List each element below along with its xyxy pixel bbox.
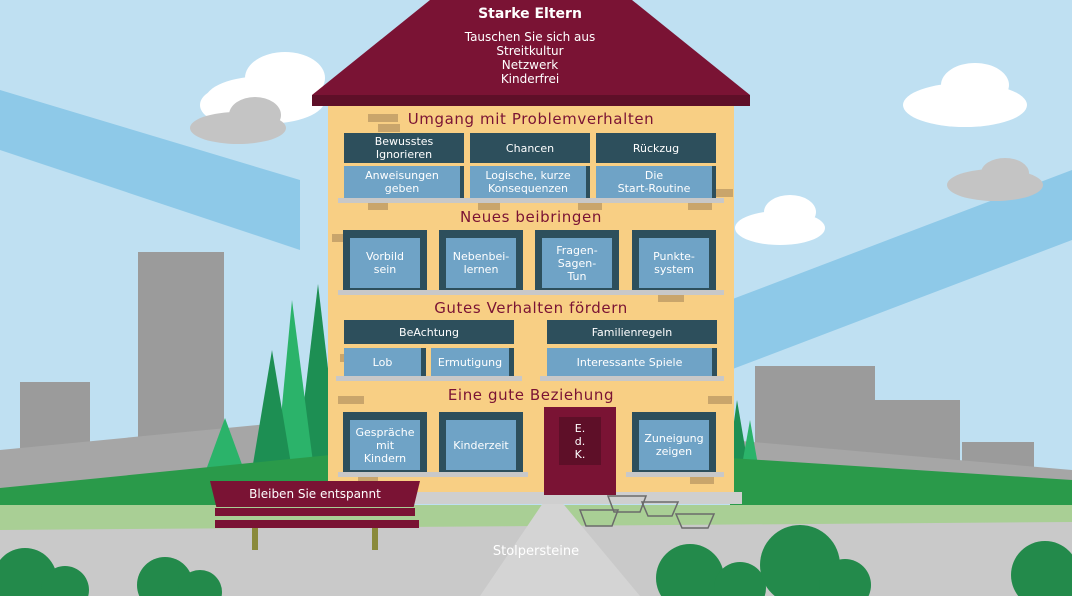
roof-item: Tauschen Sie sich aus: [464, 30, 596, 44]
window-glass: Vorbild sein: [350, 238, 420, 288]
window-start-routine: Die Start-Routine: [596, 166, 716, 198]
window-label: Kinderzeit: [453, 438, 509, 452]
sill-praise-right: [540, 376, 724, 381]
window-ermutigung: Ermutigung: [431, 348, 514, 376]
window-label: Ermutigung: [437, 355, 503, 369]
window-label: Rückzug: [632, 141, 680, 155]
bench-leg-right: [372, 528, 378, 550]
floor-title-relation: Eine gute Beziehung: [447, 386, 615, 404]
basket-icon: [674, 513, 716, 529]
window-familienregeln: Familienregeln: [547, 320, 717, 344]
window-label: Vorbild sein: [365, 250, 404, 276]
window-glass: Zuneigung zeigen: [639, 420, 709, 470]
window-kinderzeit: Kinderzeit: [439, 412, 523, 472]
basket-icon: [606, 495, 648, 513]
path: [480, 500, 640, 596]
window-nebenbei-lernen: Nebenbei- lernen: [439, 230, 523, 290]
window-label: Punkte- system: [653, 250, 695, 276]
sill-relation-right: [626, 472, 724, 477]
cloud-2: [190, 97, 286, 144]
window-vorbild-sein: Vorbild sein: [343, 230, 427, 290]
cloud-5: [735, 195, 825, 245]
sky-beam-left: [0, 90, 300, 250]
window-bewusstes-ignorieren: Bewusstes Ignorieren: [344, 133, 464, 163]
bush-mid-left: [137, 557, 222, 596]
window-label: Familienregeln: [591, 325, 673, 339]
window-label: Nebenbei- lernen: [452, 250, 510, 276]
window-rueckzug: Rückzug: [596, 133, 716, 163]
window-label: Bewusstes Ignorieren: [374, 135, 434, 161]
floor-title-problem: Umgang mit Problemverhalten: [407, 110, 655, 128]
window-label: Fragen- Sagen- Tun: [556, 243, 598, 283]
sill-relation-left: [338, 472, 528, 477]
tree-right-2: [742, 420, 758, 465]
window-glass: Kinderzeit: [446, 420, 516, 470]
sky-beam-right: [730, 170, 1072, 370]
window-label: Die Start-Routine: [617, 169, 691, 195]
window-anweisungen-geben: Anweisungen geben: [344, 166, 464, 198]
cloud-3: [903, 63, 1027, 127]
door-label: E. d. K.: [574, 421, 586, 461]
bush-right: [760, 525, 871, 596]
basket-icon: [640, 501, 680, 517]
floor-title-teach: Neues beibringen: [460, 208, 602, 226]
window-label: Lob: [372, 355, 393, 369]
sill-teach: [338, 290, 724, 295]
window-label: BeAchtung: [399, 325, 459, 339]
window-glass: Fragen- Sagen- Tun: [542, 238, 612, 288]
tree-left-2: [276, 300, 314, 470]
window-punktesystem: Punkte- system: [632, 230, 716, 290]
window-logische-konsequenzen: Logische, kurze Konsequenzen: [470, 166, 590, 198]
window-beachtung: BeAchtung: [344, 320, 514, 344]
grass-right: [730, 458, 1072, 520]
bench-backrest: [215, 508, 415, 516]
window-fragen-sagen-tun: Fragen- Sagen- Tun: [535, 230, 619, 290]
bench-seat: [215, 520, 419, 528]
window-label: Zuneigung zeigen: [644, 432, 704, 458]
roof-title: Starke Eltern: [478, 6, 582, 22]
front-door: E. d. K.: [544, 407, 616, 495]
sill-problem: [338, 198, 724, 203]
sill-praise-left: [336, 376, 522, 381]
window-label: Interessante Spiele: [576, 355, 683, 369]
basket-icon: [578, 509, 620, 527]
basket-icons: [578, 495, 716, 529]
bench-sign: Bleiben Sie entspannt: [210, 481, 420, 507]
window-glass: Punkte- system: [639, 238, 709, 288]
cloud-4: [947, 158, 1043, 201]
door-panel: E. d. K.: [559, 417, 601, 465]
roof-item: Netzwerk: [501, 58, 559, 72]
roof-item: Streitkultur: [496, 44, 564, 58]
bush-left: [0, 548, 89, 596]
window-zuneigung-zeigen: Zuneigung zeigen: [632, 412, 716, 472]
bench-leg-left: [252, 528, 258, 550]
tree-left-4: [206, 418, 244, 470]
floor-title-praise: Gutes Verhalten fördern: [434, 299, 628, 317]
window-lob: Lob: [344, 348, 426, 376]
roof: [312, 0, 750, 106]
window-glass: Nebenbei- lernen: [446, 238, 516, 288]
path-label: Stolpersteine: [492, 544, 580, 559]
window-label: Gespräche mit Kindern: [355, 425, 415, 465]
roof-item: Kinderfrei: [500, 72, 560, 86]
bush-far-right: [1011, 541, 1072, 596]
window-glass: Gespräche mit Kindern: [350, 420, 420, 470]
window-chancen: Chancen: [470, 133, 590, 163]
window-label: Logische, kurze Konsequenzen: [485, 169, 571, 195]
bush-mid-right: [656, 544, 766, 596]
window-gespraeche-mit-kindern: Gespräche mit Kindern: [343, 412, 427, 472]
house-foundation: [322, 492, 742, 504]
window-label: Anweisungen geben: [365, 169, 439, 195]
window-label: Chancen: [505, 141, 555, 155]
window-interessante-spiele: Interessante Spiele: [547, 348, 717, 376]
tree-left-3: [252, 350, 292, 470]
